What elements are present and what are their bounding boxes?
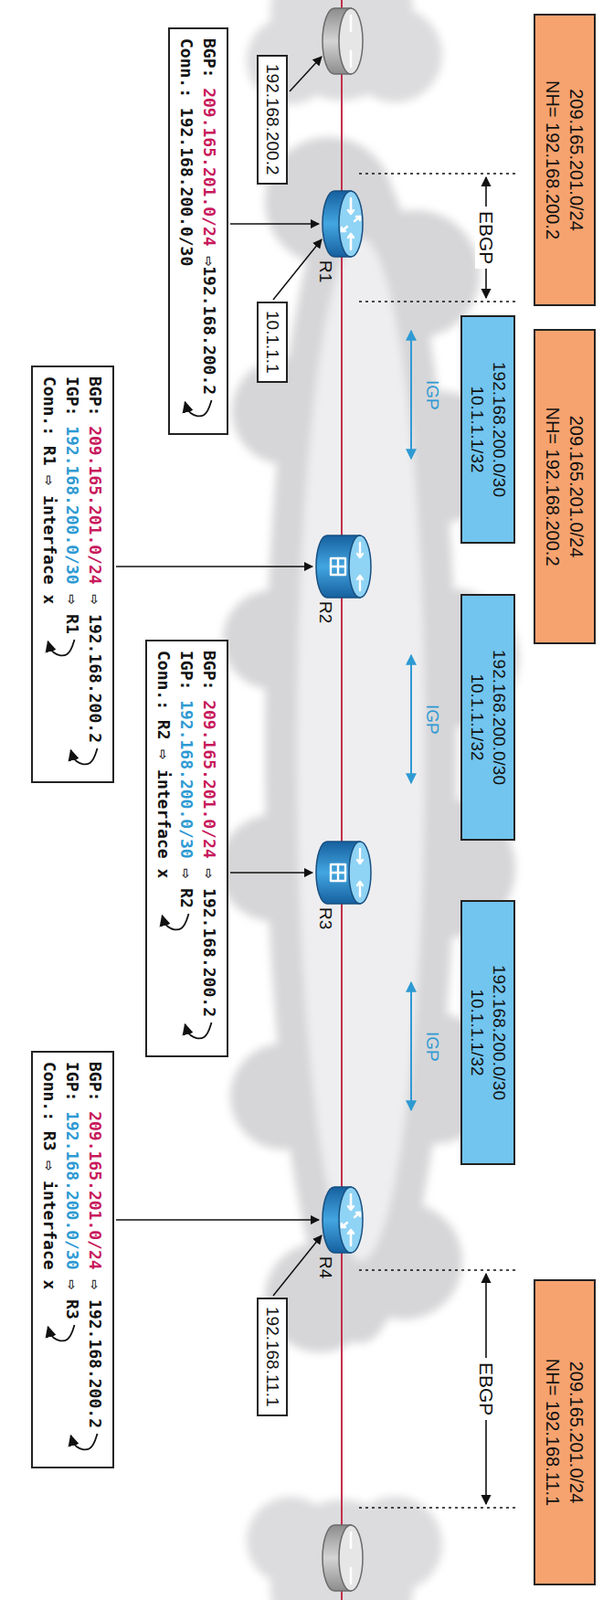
routing-table: BGP: 209.165.201.0/24 ⇨ 192.168.200.2IGP… xyxy=(31,1050,115,1469)
flow-arrow xyxy=(48,639,75,656)
text-run: 192.168.200.0/30 xyxy=(63,425,83,584)
route-advert: 209.165.201.0/24NH= 192.168.200.2 xyxy=(533,13,596,307)
table-line: BGP: 209.165.201.0/24 ⇨192.168.200.2 xyxy=(198,38,222,395)
text-run: ⇨192.168.200.2 xyxy=(200,246,220,396)
text-run: IGP: xyxy=(63,376,83,426)
external-cloud xyxy=(246,1496,443,1600)
text-run: Conn.: R2 ⇨ interface x xyxy=(154,650,174,879)
node-text: 209.165.201.0/24 xyxy=(564,1291,589,1573)
leader-line xyxy=(116,56,322,1296)
text-run: 209.165.201.0/24 xyxy=(85,1110,106,1270)
node-text: 10.1.1.1/32 xyxy=(465,327,488,531)
node-text: 192.168.11.1 xyxy=(261,1306,284,1407)
router-icon xyxy=(322,190,363,257)
node-text: 192.168.200.0/30 xyxy=(487,606,510,828)
node-text: 192.168.200.0/30 xyxy=(487,912,510,1153)
router-name: R1 xyxy=(315,260,336,283)
text-run: BGP: xyxy=(85,376,106,426)
table-line: BGP: 209.165.201.0/24 ⇨ 192.168.200.2 xyxy=(84,1061,107,1429)
switch-icon xyxy=(316,841,371,904)
routing-table: BGP: 209.165.201.0/24 ⇨ 192.168.200.2IGP… xyxy=(145,639,229,1058)
igp-advert: 192.168.200.0/3010.1.1.1/32 xyxy=(460,899,516,1165)
router-name: R4 xyxy=(315,1256,336,1279)
node-text: 192.168.200.0/30 xyxy=(487,327,510,531)
flow-arrow xyxy=(185,400,212,416)
igp-advert: 192.168.200.0/3010.1.1.1/32 xyxy=(460,593,516,841)
text-run: 209.165.201.0/24 xyxy=(200,87,220,246)
core-cloud xyxy=(219,137,519,1353)
ip-label: 10.1.1.1 xyxy=(256,301,288,383)
flow-arrow xyxy=(162,913,190,930)
text-run: 192.168.200.0/30 xyxy=(177,107,197,266)
table-line: BGP: 209.165.201.0/24 ⇨ 192.168.200.2 xyxy=(198,650,222,1017)
text-run: IGP: xyxy=(63,1061,83,1111)
routing-table: BGP: 209.165.201.0/24 ⇨ 192.168.200.2IGP… xyxy=(31,365,115,783)
protocol-label: EBGP xyxy=(475,1357,498,1420)
switch-icon xyxy=(316,535,371,598)
node-text: 192.168.200.2 xyxy=(261,63,284,176)
text-run: 209.165.201.0/24 xyxy=(85,425,106,584)
protocol-label: IGP xyxy=(422,704,443,735)
router-icon xyxy=(322,1186,363,1253)
text-run: Conn.: R1 ⇨ interface x xyxy=(40,376,60,604)
text-run: 192.168.200.0/30 xyxy=(177,699,197,858)
text-run: ⇨ 192.168.200.2 xyxy=(200,858,220,1017)
text-run: 192.168.200.0/30 xyxy=(63,1110,83,1270)
ebgp-span xyxy=(358,173,516,302)
text-run: BGP: xyxy=(85,1061,106,1111)
flow-arrow xyxy=(71,748,98,764)
protocol-label: IGP xyxy=(422,380,443,411)
protocol-label: IGP xyxy=(422,1031,443,1062)
text-run: BGP: xyxy=(200,650,220,700)
router-name: R2 xyxy=(315,601,336,624)
text-run: ⇨ 192.168.200.2 xyxy=(85,584,106,743)
text-run: ⇨ R2 xyxy=(177,858,197,909)
text-run: BGP: xyxy=(200,38,220,88)
router-name: R3 xyxy=(315,907,336,930)
ebgp-span xyxy=(358,1269,516,1508)
text-run: Conn.: xyxy=(177,38,197,108)
flow-arrow xyxy=(185,1022,212,1038)
ip-label: 192.168.11.1 xyxy=(256,1297,288,1417)
text-run: ⇨ 192.168.200.2 xyxy=(85,1269,106,1429)
text-run: IGP: xyxy=(177,650,197,700)
protocol-label: EBGP xyxy=(475,206,498,269)
external-router xyxy=(322,1524,363,1591)
text-run: 209.165.201.0/24 xyxy=(200,699,220,858)
table-line: IGP: 192.168.200.0/30 ⇨ R1 xyxy=(61,376,85,635)
table-line: Conn.: 192.168.200.0/30 xyxy=(175,38,199,266)
text-run: ⇨ R1 xyxy=(63,584,83,635)
node-text: 10.1.1.1/32 xyxy=(465,606,488,828)
igp-arrow xyxy=(410,330,413,1111)
flow-arrow xyxy=(48,1324,75,1341)
table-line: IGP: 192.168.200.0/30 ⇨ R3 xyxy=(61,1061,85,1320)
text-run: ⇨ R3 xyxy=(63,1269,83,1320)
node-text: NH= 192.168.11.1 xyxy=(540,1291,565,1573)
table-line: Conn.: R2 ⇨ interface x xyxy=(152,650,176,879)
node-text: 209.165.201.0/24 xyxy=(564,341,589,632)
node-text: NH= 192.168.200.2 xyxy=(540,341,565,632)
ip-label: 192.168.200.2 xyxy=(256,54,288,185)
node-text: 10.1.1.1/32 xyxy=(465,912,488,1153)
table-line: BGP: 209.165.201.0/24 ⇨ 192.168.200.2 xyxy=(84,376,107,743)
flow-arrow xyxy=(71,1433,98,1450)
node-text: 209.165.201.0/24 xyxy=(564,26,589,294)
table-line: IGP: 192.168.200.0/30 ⇨ R2 xyxy=(175,650,199,909)
table-line: Conn.: R3 ⇨ interface x xyxy=(38,1061,62,1290)
node-text: 10.1.1.1 xyxy=(261,310,284,374)
table-line: Conn.: R1 ⇨ interface x xyxy=(38,376,62,604)
route-advert: 209.165.201.0/24NH= 192.168.200.2 xyxy=(533,328,596,645)
routing-table: BGP: 209.165.201.0/24 ⇨192.168.200.2Conn… xyxy=(168,27,229,435)
node-text: NH= 192.168.200.2 xyxy=(540,26,565,294)
route-advert: 209.165.201.0/24NH= 192.168.11.1 xyxy=(533,1279,596,1586)
text-run: Conn.: R3 ⇨ interface x xyxy=(40,1061,60,1290)
igp-advert: 192.168.200.0/3010.1.1.1/32 xyxy=(460,315,516,544)
external-router xyxy=(322,8,363,75)
